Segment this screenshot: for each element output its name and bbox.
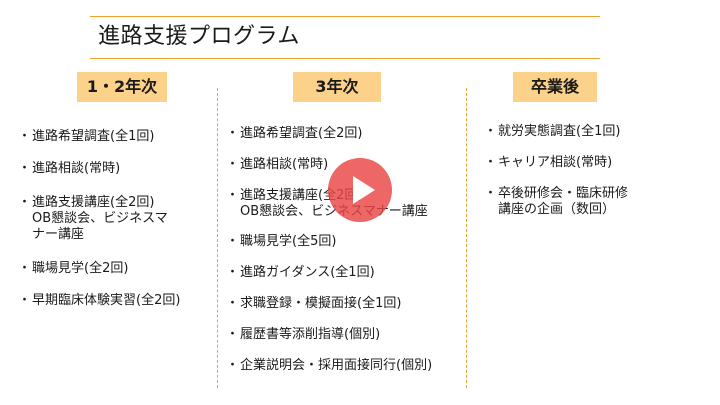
list-item-text: 進路希望調査(全1回) (32, 129, 155, 144)
list-item-text: 進路支援講座(全2回) (32, 195, 155, 210)
list-item: 企業説明会・採用面接同行(個別) (226, 358, 464, 374)
list-item-subtext: OB懇談会、ビジネスマ (32, 211, 168, 226)
column-divider (466, 88, 467, 388)
list-item: 職場見学(全2回) (18, 261, 214, 277)
list-item-text: 早期臨床体験実習(全2回) (32, 293, 181, 308)
list-item: 履歴書等添削指導(個別) (226, 327, 464, 343)
list-item: キャリア相談(常時) (484, 155, 698, 171)
list-item-text: 進路相談(常時) (32, 161, 121, 176)
title-bottom-rule (90, 58, 600, 59)
list-item-text: 職場見学(全2回) (32, 261, 129, 276)
list-item-subtext: 講座の企画（数回） (498, 202, 616, 217)
page-title: 進路支援プログラム (98, 24, 300, 49)
list-item: 進路相談(常時) (226, 157, 464, 173)
column-heading-year3: 3年次 (293, 72, 381, 102)
list-item-text: 進路ガイダンス(全1回) (240, 265, 375, 280)
column-divider (217, 88, 218, 388)
list-item-text: 職場見学(全5回) (240, 234, 337, 249)
list-item-text: 進路相談(常時) (240, 157, 329, 172)
list-item: 進路希望調査(全2回) (226, 126, 464, 142)
list-item: 求職登録・模擬面接(全1回) (226, 296, 464, 312)
list-item-text: 求職登録・模擬面接(全1回) (240, 296, 402, 311)
year1-2-list: 進路希望調査(全1回) 進路相談(常時) 進路支援講座(全2回)OB懇談会、ビジネス… (18, 129, 214, 309)
column-heading-year1-2: 1・2年次 (77, 72, 167, 102)
list-item: 進路ガイダンス(全1回) (226, 265, 464, 281)
title-top-rule (90, 16, 600, 17)
list-item: 進路相談(常時) (18, 161, 214, 177)
list-item-text: キャリア相談(常時) (498, 155, 613, 170)
list-item: 早期臨床体験実習(全2回) (18, 293, 214, 309)
list-item-text: 履歴書等添削指導(個別) (240, 327, 381, 342)
list-item: 就労実態調査(全1回) (484, 124, 698, 140)
play-icon (353, 176, 375, 204)
list-item-text: 企業説明会・採用面接同行(個別) (240, 358, 433, 373)
list-item: 職場見学(全5回) (226, 234, 464, 250)
list-item-text: 卒後研修会・臨床研修 (498, 186, 629, 201)
list-item-text: 進路希望調査(全2回) (240, 126, 363, 141)
list-item: 進路希望調査(全1回) (18, 129, 214, 145)
year3-list: 進路希望調査(全2回)進路相談(常時)進路支援講座(全2回)OB懇談会、ビジネス… (226, 126, 464, 389)
column-heading-after-graduation: 卒業後 (513, 72, 597, 102)
list-item-text: 就労実態調査(全1回) (498, 124, 621, 139)
video-play-button[interactable] (328, 158, 392, 222)
list-item-subtext: ナー講座 (32, 227, 85, 242)
list-item: 進路支援講座(全2回)OB懇談会、ビジネスマナー講座 (18, 195, 214, 243)
